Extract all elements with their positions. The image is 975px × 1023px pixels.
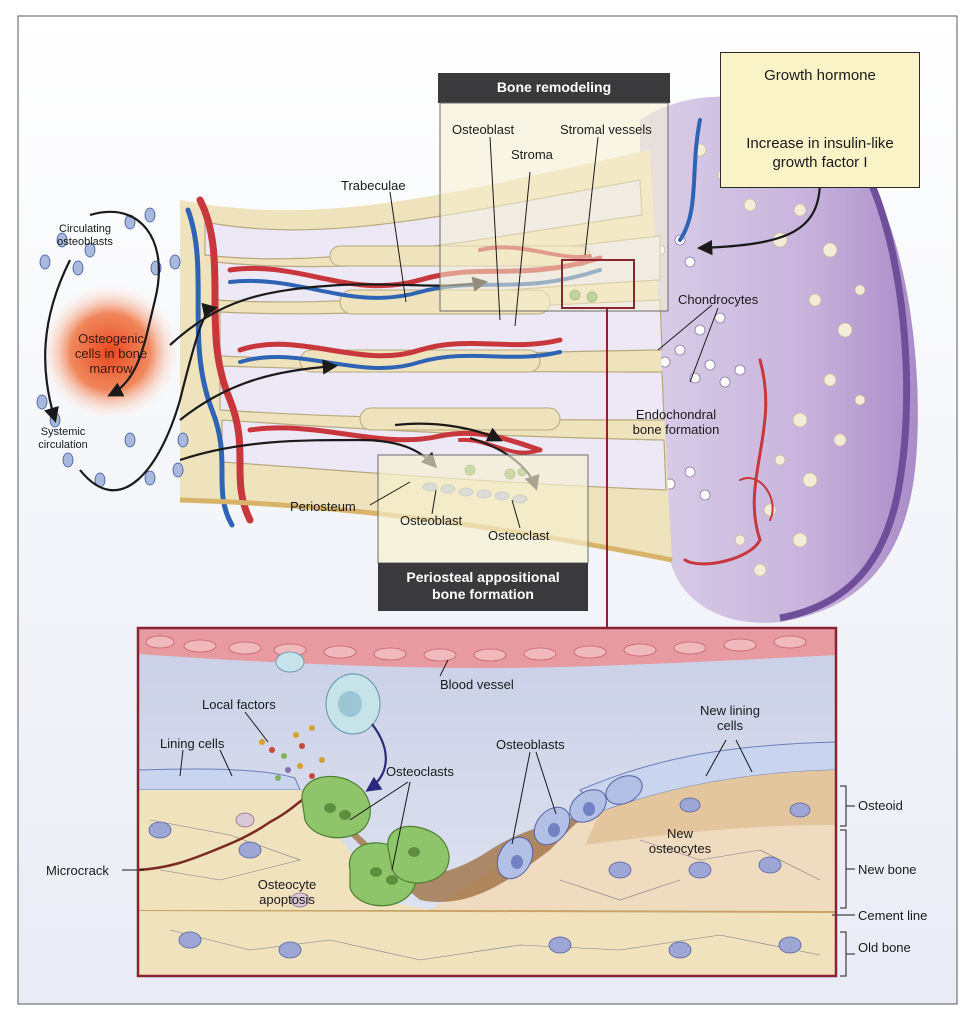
igf-label-line2: growth factor I — [772, 154, 868, 171]
endochondral-label: Endochondral bone formation — [620, 407, 732, 437]
endochondral-line2: bone formation — [632, 422, 720, 437]
new-bone-label: New bone — [858, 862, 917, 877]
systemic-line1: Systemic — [40, 426, 86, 438]
growth-hormone-box: Growth hormone Increase in insulin-like … — [720, 52, 920, 188]
endochondral-line1: Endochondral — [635, 407, 717, 422]
growth-hormone-label: Growth hormone — [764, 67, 876, 84]
osteoblast-label-top: Osteoblast — [452, 122, 515, 137]
periosteal-line2: bone formation — [432, 586, 534, 602]
osteocyte-apoptosis-line1: Osteocyte — [257, 877, 317, 892]
osteocyte-apoptosis-line2: apoptosis — [259, 892, 315, 907]
osteogenic-line3: marrow — [89, 361, 133, 376]
bone-remodeling-banner: Bone remodeling — [438, 79, 670, 96]
stromal-vessels-label: Stromal vessels — [560, 122, 652, 137]
circulating-line2: osteoblasts — [57, 236, 113, 248]
new-lining-cells-label: New lining cells — [690, 703, 770, 733]
circulating-osteoblasts-label: Circulating osteoblasts — [46, 223, 124, 249]
periosteal-banner: Periosteal appositional bone formation — [378, 569, 588, 603]
igf-label-line1: Increase in insulin-like — [746, 135, 894, 152]
local-factors-label: Local factors — [202, 697, 276, 712]
chondrocytes-label: Chondrocytes — [678, 292, 759, 307]
new-lining-line2: cells — [716, 718, 743, 733]
osteoclasts-label: Osteoclasts — [386, 764, 454, 779]
new-lining-line1: New lining — [700, 703, 760, 718]
microcrack-label: Microcrack — [46, 863, 109, 878]
circulating-line1: Circulating — [59, 223, 111, 235]
new-osteocytes-label: New osteocytes — [638, 826, 722, 856]
osteogenic-line2: cells in bone — [74, 346, 148, 361]
trabeculae-label: Trabeculae — [341, 178, 406, 193]
periosteum-label: Periosteum — [290, 499, 356, 514]
systemic-circulation-label: Systemic circulation — [24, 426, 102, 452]
osteoid-label: Osteoid — [858, 798, 903, 813]
new-osteocytes-line1: New — [666, 826, 693, 841]
periosteal-line1: Periosteal appositional — [406, 569, 560, 585]
osteoclast-label-lower: Osteoclast — [488, 528, 550, 543]
osteoblasts-label: Osteoblasts — [496, 737, 565, 752]
osteogenic-line1: Osteogenic — [78, 331, 144, 346]
old-bone-label: Old bone — [858, 940, 911, 955]
systemic-line2: circulation — [38, 439, 88, 451]
lining-cells-label: Lining cells — [160, 736, 225, 751]
osteocyte-apoptosis-label: Osteocyte apoptosis — [244, 877, 330, 907]
stroma-label: Stroma — [511, 147, 553, 162]
osteoblast-label-lower: Osteoblast — [400, 513, 463, 528]
osteogenic-cells-label: Osteogenic cells in bone marrow — [58, 331, 164, 376]
blood-vessel-label: Blood vessel — [440, 677, 514, 692]
new-osteocytes-line2: osteocytes — [648, 841, 712, 856]
cement-line-label: Cement line — [858, 908, 928, 923]
